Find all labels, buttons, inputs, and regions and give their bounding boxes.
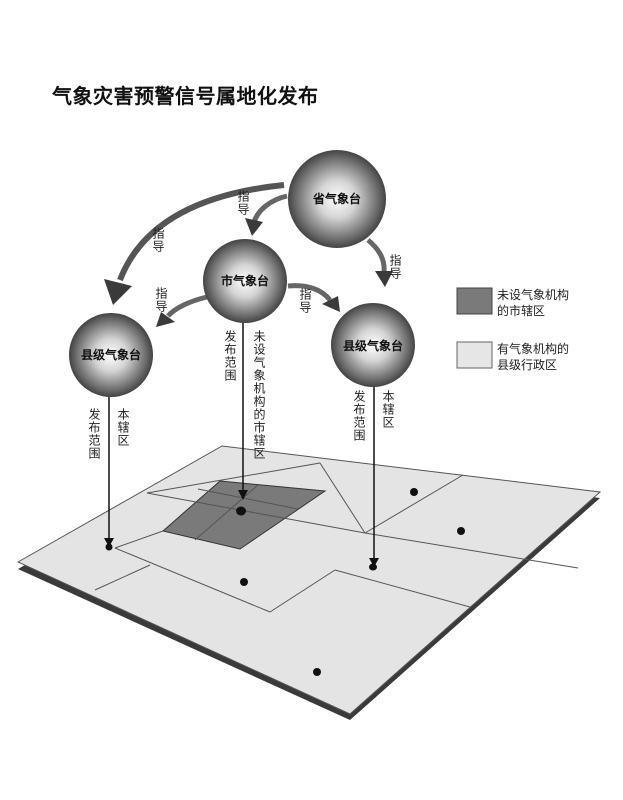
station-dot [457,527,465,535]
boundary-line [114,530,164,549]
station-dot [313,668,321,676]
city-node-label: 市气象台 [221,273,269,288]
city-station-dot [236,506,246,516]
map-plane-surface [16,445,602,715]
legend-item-county-area: 有气象机构的 县级行政区 [497,341,569,373]
left-county-scope-label: 发布范围 [87,408,101,460]
arrow-province-to-county-left [117,182,285,282]
arrow-label-province-to-county-right: 指导 [388,254,402,280]
arrow-city-to-county-right [287,283,332,302]
station-dots [105,488,465,676]
arrow-city-to-county-left-head [156,312,175,327]
boundary-line [334,569,471,608]
city-drop-arrowhead [238,490,248,500]
arrow-province-to-city-head [245,218,263,236]
county-right-node-sphere [331,303,415,387]
arrow-city-to-county-right-head [322,296,340,312]
left-county-area-label: 本辖区 [116,408,130,447]
legend-label-line: 的市辖区 [497,304,546,318]
arrow-label-province-to-county-left: 指导 [151,227,165,253]
node-labels: 省气象台 市气象台 县级气象台 县级气象台 [81,191,403,362]
province-node-sphere [288,150,386,248]
right-county-area-label: 本辖区 [381,390,395,429]
drop-arrowheads [104,490,379,567]
boundary-line [146,492,366,534]
arrow-label-city-to-county-left: 指导 [154,287,168,313]
nodes [69,150,415,397]
legend-swatch-city-district [456,287,493,315]
map-plane [16,445,602,720]
boundary-line [364,532,579,569]
province-node-label: 省气象台 [312,191,361,206]
guidance-arrows [104,182,393,327]
right-county-scope-label: 发布范围 [352,390,366,442]
boundary-line [94,564,151,591]
legend-label-line: 有气象机构的 [497,342,570,356]
county-left-node-label: 县级气象台 [81,347,141,362]
boundary-line [364,474,464,534]
boundary-line [194,484,259,541]
boundary-line [146,462,321,494]
county-left-drop-arrowhead [104,538,114,547]
county-left-node-sphere [69,313,153,397]
arrow-city-to-county-left [166,294,208,318]
boundary-line [114,547,271,613]
boundary-line [319,462,366,534]
county-right-node-label: 县级气象台 [343,338,403,353]
county-right-drop-arrowhead [369,558,379,567]
station-dot [240,578,248,586]
arrow-province-to-county-right [366,238,387,273]
legend-label-line: 县级行政区 [497,358,558,372]
arrow-province-to-county-right-head [375,271,393,287]
city-scope-label: 发布范围 [223,330,237,382]
legend-label-line: 未设气象机构 [497,288,570,302]
boundary-line [269,569,336,613]
drop-lines [108,300,375,558]
arrow-label-city-to-county-right: 指导 [298,288,312,314]
page-title: 气象灾害预警信号属地化发布 [52,84,319,108]
district-boundaries [94,462,579,613]
boundary-line [197,488,299,510]
city-node-sphere [203,239,287,323]
arrow-province-to-city [251,193,288,223]
city-area-label: 未设气象机构的市辖区 [252,330,266,460]
arrow-province-to-county-left-head [104,279,132,305]
legend-swatch-county-area [456,341,493,369]
county-right-station-dot [369,563,377,571]
arrow-label-province-to-city: 指导 [236,190,250,216]
station-dot [410,488,418,496]
legend-item-city-district: 未设气象机构 的市辖区 [497,287,569,319]
